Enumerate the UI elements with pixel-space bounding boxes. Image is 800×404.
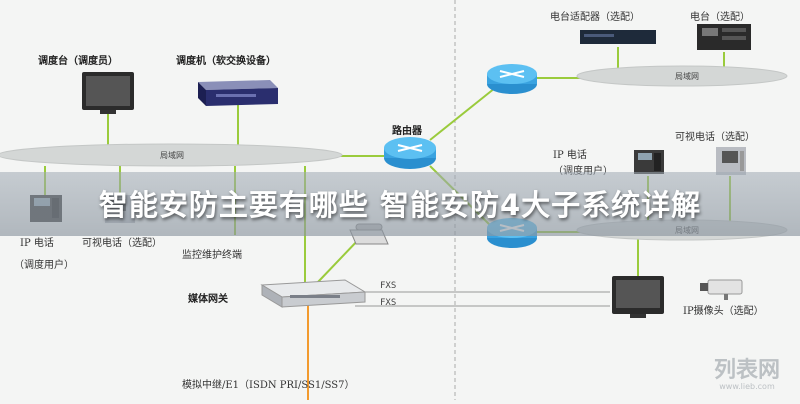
label-lan-top-right: 局域网 [675,72,699,81]
radio-adapter-icon [580,30,656,44]
label-router: 路由器 [392,126,422,137]
watermark-url: www.lieb.com [719,382,775,391]
media-gateway-icon [260,279,367,308]
video-phone-icon [716,147,746,175]
label-fxs-2: FXS [380,298,397,308]
label-monitor-terminal: 监控维护终端 [182,250,242,261]
label-ip-camera: IP摄像头（选配） [683,306,764,317]
label-trunk: 模拟中继/E1（ISDN PRI/SS1/SS7） [182,380,355,391]
router-icon [487,64,537,94]
server-icon [198,80,278,106]
title-banner [0,172,800,236]
lan-top-right [576,65,788,87]
label-dispatch-server: 调度机（软交换设备） [176,56,276,67]
watermark: 列表网 www.lieb.com [714,360,780,392]
ip-camera-icon [700,279,743,300]
label-dispatch-user-left: （调度用户） [14,260,74,271]
router-icon [384,137,436,169]
fxs-lines [355,291,610,307]
lan-left [0,143,343,167]
label-fxs-1: FXS [380,281,397,291]
label-video-phone-right: 可视电话（选配） [675,132,755,143]
label-dispatch-user-right: （调度用户） [553,162,613,177]
label-radio-adapter: 电台适配器（选配） [550,12,640,23]
monitor-icon [612,276,664,318]
link-router-up [429,87,496,141]
monitor-icon [82,72,134,114]
label-radio: 电台（选配） [690,12,750,23]
label-video-phone-left: 可视电话（选配） [82,238,162,249]
label-ip-phone-right: IP 电话 [553,150,587,161]
ip-phone-icon [634,150,664,174]
link-phone-gateway [317,237,361,283]
banner-title: 智能安防主要有哪些 智能安防4大子系统详解 [98,188,702,222]
label-lan-left: 局域网 [160,151,184,160]
label-dispatch-console: 调度台（调度员） [38,56,118,67]
radio-icon [697,24,751,50]
label-media-gateway: 媒体网关 [188,294,228,305]
watermark-text: 列表网 [713,358,780,383]
label-ip-phone-left: IP 电话 [20,238,54,249]
